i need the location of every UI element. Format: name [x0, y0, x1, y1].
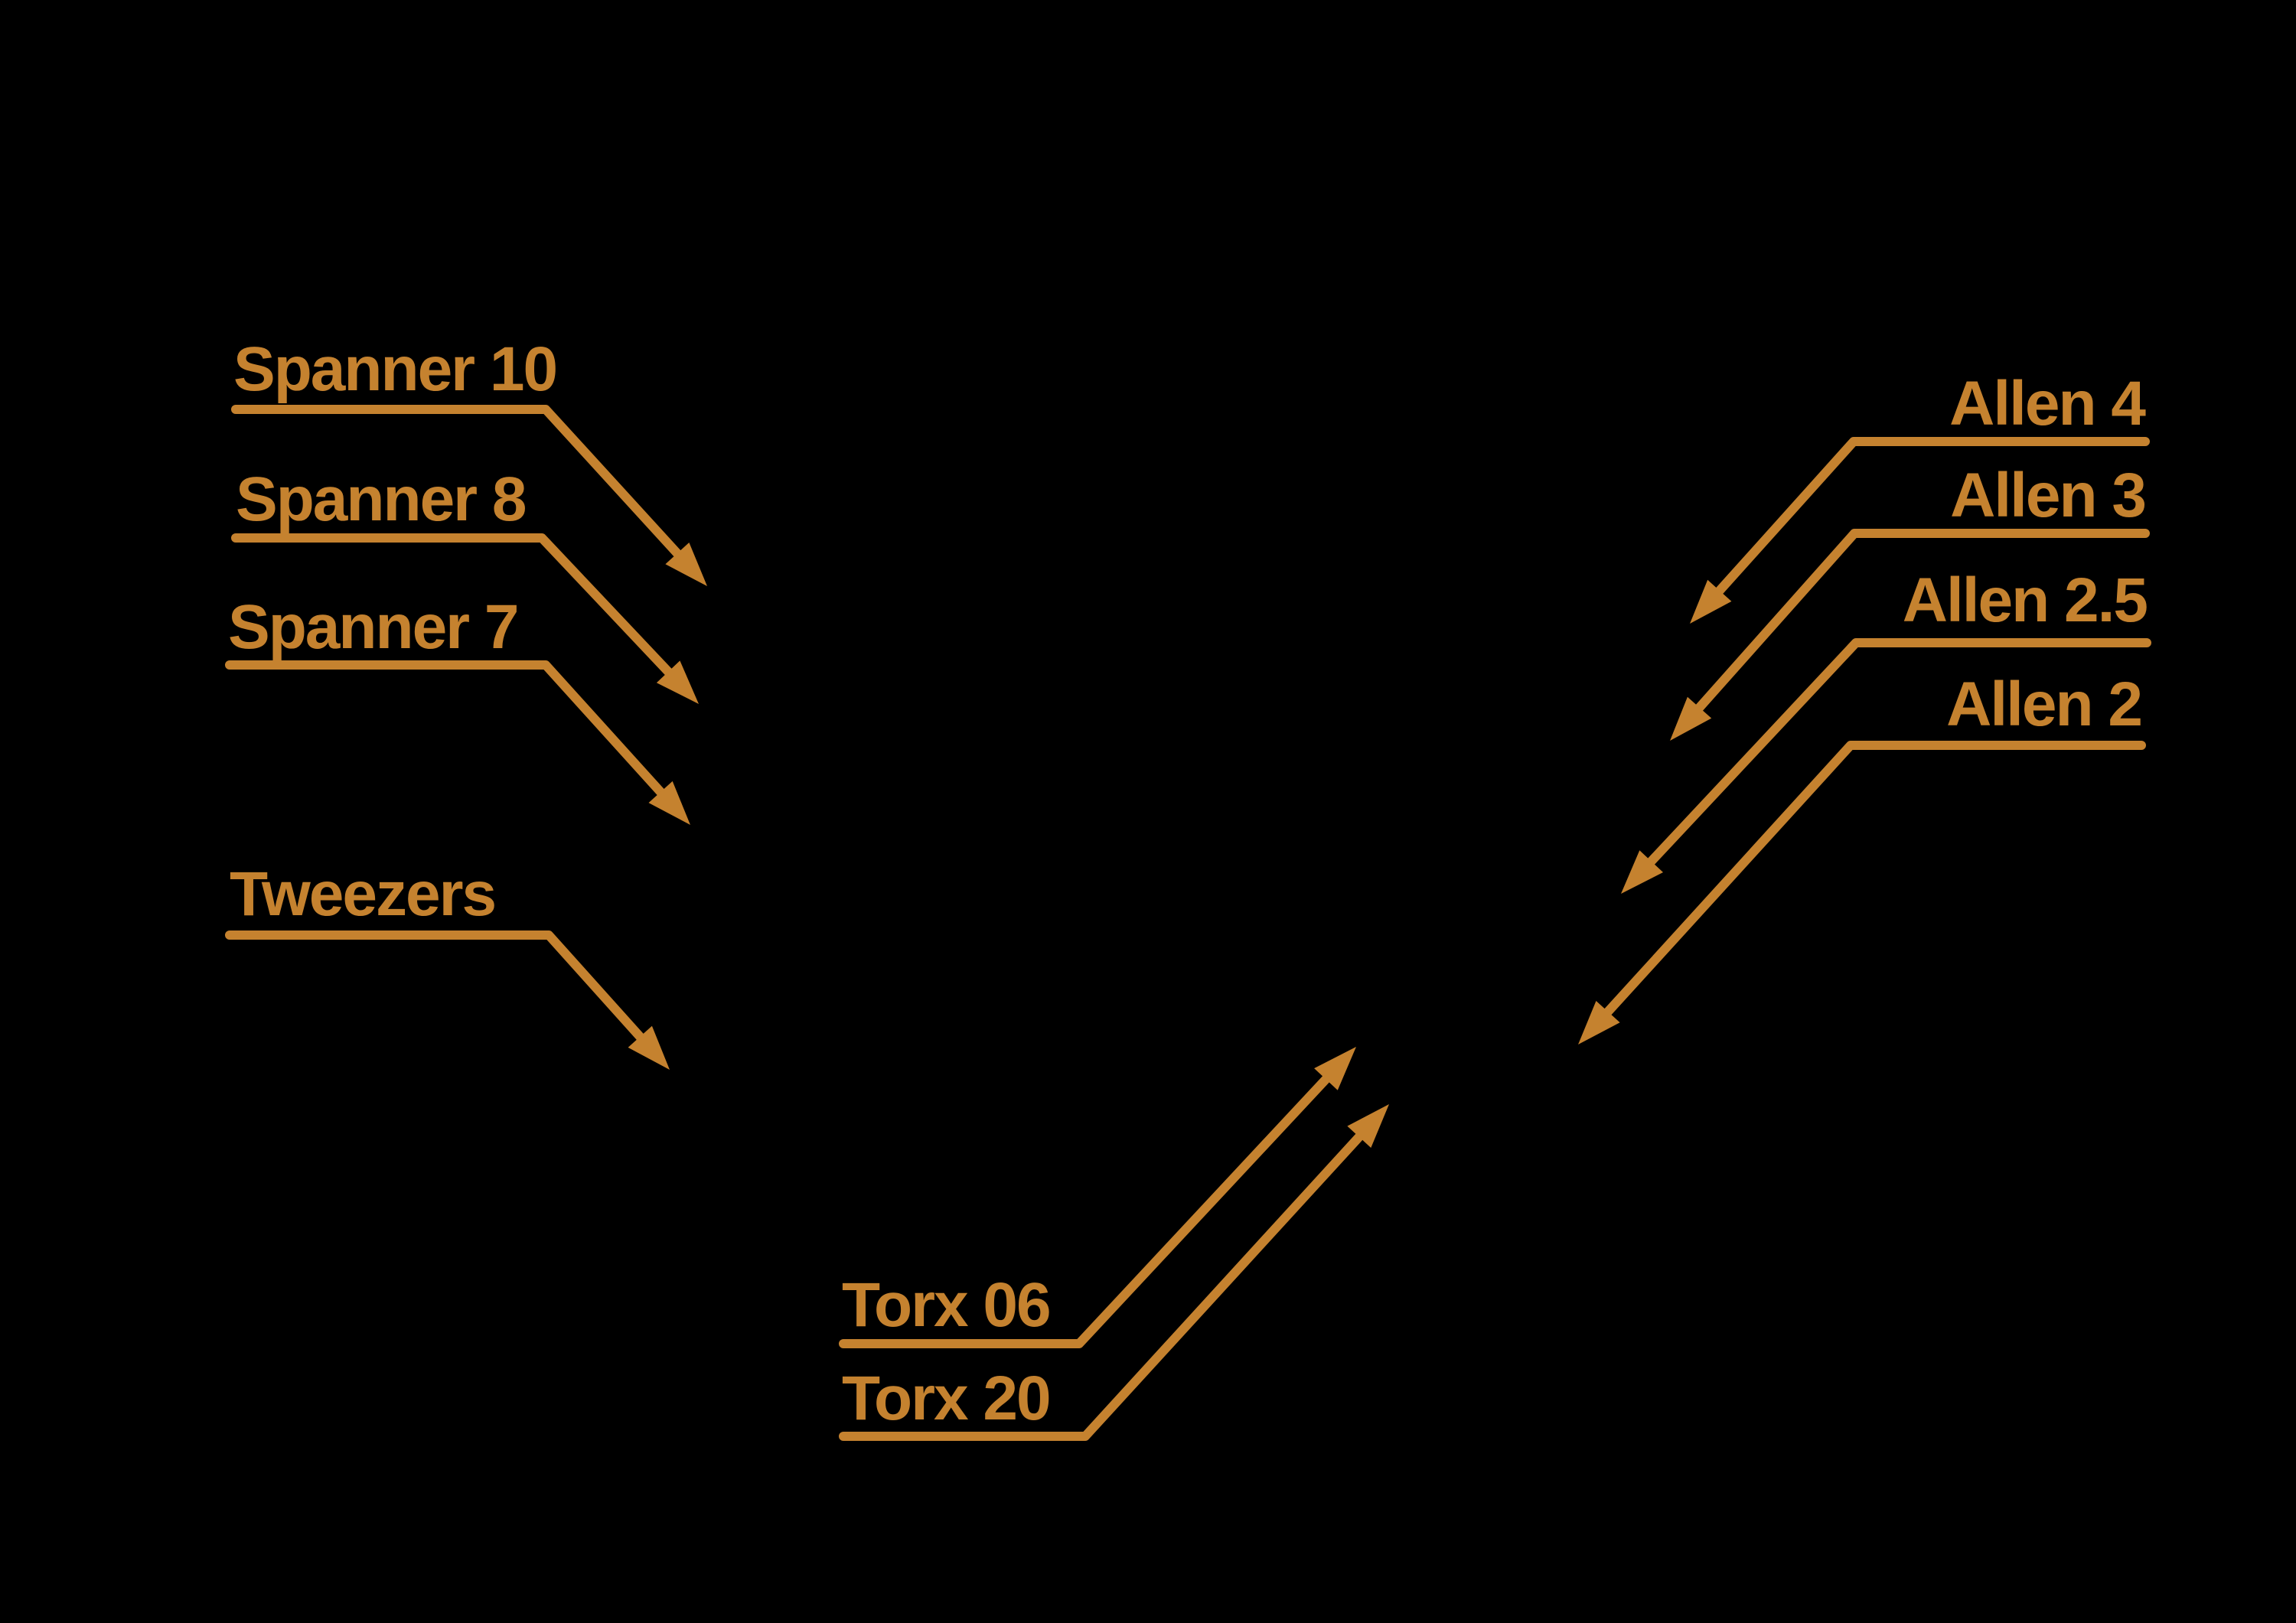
callout-label-torx-20: Torx 20 [842, 1364, 1052, 1433]
arrowhead-icon-spanner-7 [648, 781, 690, 825]
arrowhead-icon-allen-4 [1690, 579, 1732, 624]
callout-label-allen-2-5: Allen 2.5 [1902, 565, 2148, 635]
leader-line-allen-3 [1687, 529, 2150, 721]
callout-label-spanner-8: Spanner 8 [236, 464, 527, 534]
leader-line-tweezers [225, 930, 652, 1050]
leader-line-allen-2-5 [1639, 638, 2151, 875]
arrowhead-icon-torx-06 [1314, 1047, 1356, 1090]
callout-label-torx-06: Torx 06 [842, 1270, 1052, 1340]
leader-line-torx-20 [839, 1124, 1371, 1441]
arrowhead-icon-allen-2 [1578, 1001, 1620, 1045]
leader-line-allen-4 [1707, 437, 2150, 604]
arrowhead-icon-allen-2-5 [1621, 850, 1663, 894]
leader-line-spanner-10 [231, 405, 690, 566]
callout-label-allen-4: Allen 4 [1949, 369, 2146, 438]
arrowhead-icon-spanner-10 [665, 543, 707, 586]
callout-label-allen-3: Allen 3 [1950, 461, 2147, 530]
arrowhead-icon-spanner-8 [656, 660, 699, 704]
arrowhead-icon-torx-20 [1347, 1104, 1389, 1148]
leader-line-torx-06 [839, 1066, 1339, 1348]
leader-line-spanner-7 [225, 660, 673, 805]
leader-line-spanner-8 [231, 533, 681, 685]
callout-label-spanner-7: Spanner 7 [228, 592, 519, 662]
callout-label-tweezers: Tweezers [230, 859, 497, 929]
callout-label-spanner-10: Spanner 10 [233, 334, 558, 404]
callout-label-allen-2: Allen 2 [1946, 670, 2143, 739]
leader-line-allen-2 [1596, 741, 2146, 1025]
arrowhead-icon-tweezers [628, 1025, 670, 1070]
arrowhead-icon-allen-3 [1670, 696, 1712, 741]
